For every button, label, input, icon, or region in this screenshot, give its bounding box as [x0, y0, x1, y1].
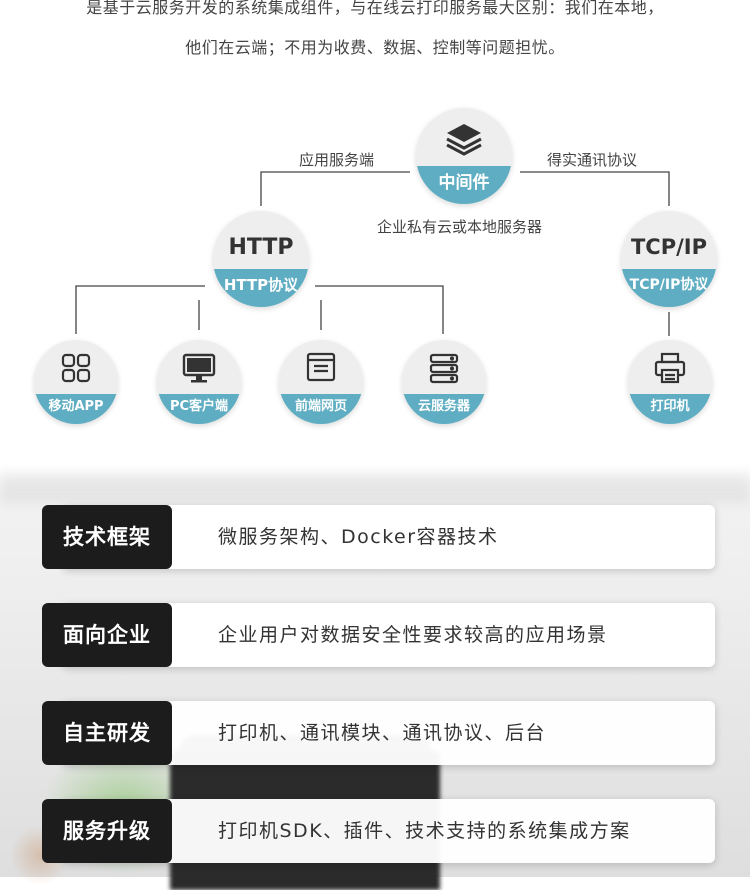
feature-tag: 自主研发	[42, 701, 172, 765]
feature-desc: 打印机SDK、插件、技术支持的系统集成方案	[218, 820, 631, 842]
tcp-node: TCP/IP TCP/IP协议	[621, 211, 717, 307]
feature-row: 自主研发 打印机、通讯模块、通讯协议、后台	[42, 701, 715, 765]
client-label: 前端网页	[279, 394, 363, 424]
printer-icon	[653, 351, 687, 389]
webpage-icon	[305, 351, 337, 387]
edge-label-app-server: 应用服务端	[299, 151, 375, 169]
client-label: PC客户端	[157, 394, 241, 424]
feature-desc: 微服务架构、Docker容器技术	[218, 526, 499, 548]
client-label: 云服务器	[402, 394, 486, 424]
printer-label: 打印机	[628, 394, 712, 424]
client-label: 移动APP	[34, 394, 118, 424]
client-node-mobile-app: 移动APP	[34, 340, 118, 424]
tcp-label: TCP/IP协议	[621, 269, 717, 307]
feature-tag: 技术框架	[42, 505, 172, 569]
http-title: HTTP	[228, 235, 294, 260]
middleware-node: 中间件	[416, 108, 512, 204]
feature-row: 服务升级 打印机SDK、插件、技术支持的系统集成方案	[42, 799, 715, 863]
intro-line-2: 他们在云端；不用为收费、数据、控制等问题担忧。	[185, 38, 565, 57]
layers-icon	[443, 118, 485, 164]
feature-desc: 打印机、通讯模块、通讯协议、后台	[218, 722, 547, 744]
tcp-title: TCP/IP	[630, 235, 707, 259]
client-node-webpage: 前端网页	[279, 340, 363, 424]
http-node: HTTP HTTP协议	[213, 211, 309, 307]
http-label: HTTP协议	[213, 269, 309, 307]
feature-row: 面向企业 企业用户对数据安全性要求较高的应用场景	[42, 603, 715, 667]
client-node-cloud-server: 云服务器	[402, 340, 486, 424]
center-note: 企业私有云或本地服务器	[377, 218, 543, 236]
feature-tag: 服务升级	[42, 799, 172, 863]
printer-node: 打印机	[628, 340, 712, 424]
edge-label-protocol: 得实通讯协议	[547, 151, 638, 169]
client-node-pc: PC客户端	[157, 340, 241, 424]
feature-row: 技术框架 微服务架构、Docker容器技术	[42, 505, 715, 569]
feature-desc: 企业用户对数据安全性要求较高的应用场景	[218, 624, 608, 646]
intro-line-1: 是基于云服务开发的系统集成组件，与在线云打印服务最大区别：我们在本地，	[86, 0, 664, 17]
middleware-label: 中间件	[416, 166, 512, 204]
monitor-icon	[182, 352, 216, 388]
server-icon	[428, 352, 460, 388]
feature-tag: 面向企业	[42, 603, 172, 667]
apps-grid-icon	[60, 352, 92, 388]
